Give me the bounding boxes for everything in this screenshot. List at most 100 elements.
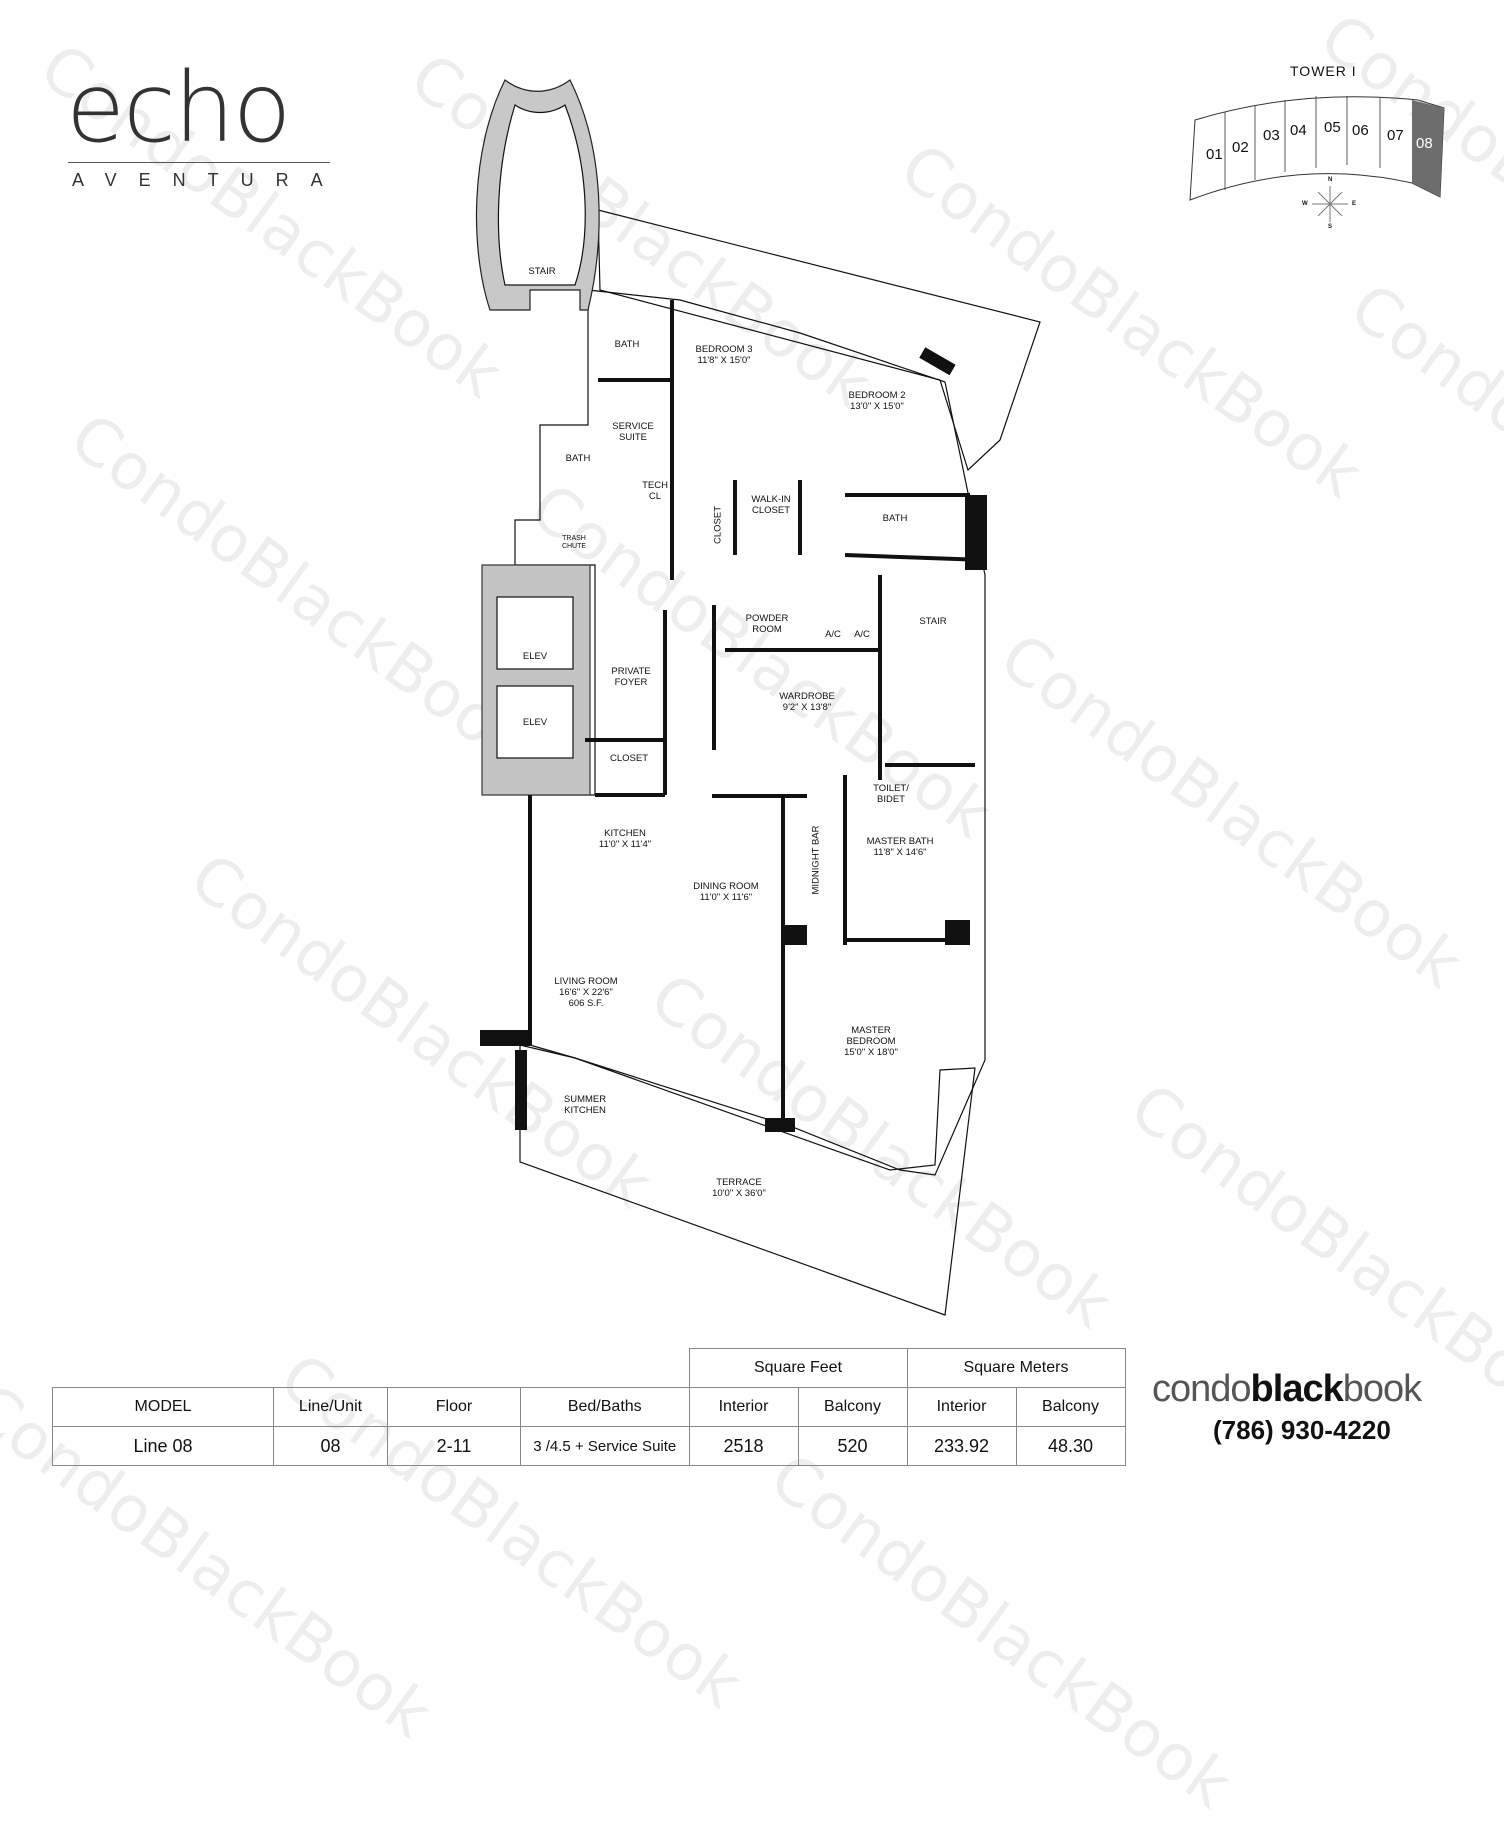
room-name: SERVICE (612, 421, 654, 432)
room-name: CL (648, 491, 662, 502)
header-line-unit: Line/Unit (273, 1387, 388, 1427)
room-stair-right: STAIR (919, 616, 947, 627)
room-name: BEDROOM (846, 1036, 896, 1047)
brand-part: book (1342, 1368, 1422, 1410)
header-floor: Floor (387, 1387, 521, 1427)
room-name: LIVING ROOM (554, 976, 618, 987)
logo-subtitle: AVENTURA (72, 170, 345, 190)
room-name: CHUTE (561, 543, 587, 550)
room-name: BEDROOM 3 (695, 344, 753, 355)
room-name: DINING ROOM (693, 881, 759, 892)
room-closet-2: CLOSET (609, 753, 649, 764)
room-ac-2: A/C (854, 629, 870, 640)
room-dims: 13'0" X 15'0" (850, 401, 904, 412)
header-sqm-interior: Interior (906, 1387, 1017, 1427)
room-toilet-bidet: TOILET/BIDET (873, 783, 909, 805)
room-dims: 11'8" X 15'0" (697, 355, 751, 366)
logo-divider (68, 162, 330, 163)
cell-floor: 2-11 (387, 1426, 521, 1466)
room-area: 606 S.F. (568, 998, 604, 1009)
selected-unit-08 (1412, 100, 1444, 197)
room-name: POWDER (745, 613, 789, 624)
cell-sqm-interior: 233.92 (906, 1426, 1017, 1466)
brand-part: condo (1152, 1368, 1252, 1410)
key-plan-title: TOWER I (1290, 63, 1357, 79)
room-name: KITCHEN (604, 828, 646, 839)
north-balcony (597, 209, 1041, 472)
header-sqft-balcony: Balcony (797, 1387, 908, 1427)
header-sqft-interior: Interior (688, 1387, 799, 1427)
room-elev-2: ELEV (522, 717, 548, 728)
room-name: BIDET (877, 794, 905, 805)
room-dims: 15'0" X 18'0" (844, 1047, 898, 1058)
room-name: SUMMER (563, 1094, 607, 1105)
room-name: MASTER BATH (866, 836, 934, 847)
compass-e: E (1352, 201, 1357, 207)
room-name: FOYER (614, 677, 648, 688)
echo-logo: echo (66, 52, 291, 164)
room-closet-1: CLOSET (712, 505, 724, 545)
compass-w: W (1302, 201, 1308, 207)
room-name: ROOM (752, 624, 782, 635)
room-bath-1: BATH (614, 339, 640, 350)
room-dims: 11'8" X 14'6" (873, 847, 927, 858)
unit-02: 02 (1232, 139, 1249, 156)
cell-sqft-balcony: 520 (797, 1426, 908, 1466)
room-name: CLOSET (751, 505, 791, 516)
floor-plan (475, 79, 1445, 1316)
room-bath-2: BATH (565, 453, 591, 464)
group-header-sqm: Square Meters (906, 1348, 1126, 1388)
room-dims: 10'0" X 36'0" (712, 1188, 766, 1199)
condoblackbook-logo: condoblackbook (1152, 1368, 1422, 1411)
room-elev-1: ELEV (522, 651, 548, 662)
unit-04: 04 (1290, 122, 1307, 139)
header-sqm-balcony: Balcony (1015, 1387, 1126, 1427)
room-name: PRIVATE (611, 666, 651, 677)
cell-model: Line 08 (52, 1426, 274, 1466)
terrace (519, 1044, 976, 1316)
cell-bed-baths: 3 /4.5 + Service Suite (520, 1426, 690, 1466)
room-name: KITCHEN (564, 1105, 606, 1116)
unit-03: 03 (1263, 127, 1280, 144)
room-dims: 9'2" X 13'8" (782, 702, 832, 713)
brand-part: black (1250, 1368, 1344, 1410)
spec-table: Square Feet Square Meters MODEL Line/Uni… (52, 1348, 1126, 1466)
compass-s: S (1328, 224, 1333, 230)
room-name: SUITE (619, 432, 647, 443)
room-name: WARDROBE (779, 691, 835, 702)
room-name: WALK-IN (751, 494, 791, 505)
room-name: TRASH (562, 535, 586, 542)
header-bed-baths: Bed/Baths (520, 1387, 690, 1427)
unit-05: 05 (1324, 119, 1341, 136)
room-name: BEDROOM 2 (848, 390, 906, 401)
cell-sqm-balcony: 48.30 (1015, 1426, 1126, 1466)
room-midnight-bar: MIDNIGHT BAR (810, 825, 822, 895)
header-model: MODEL (52, 1387, 274, 1427)
unit-01: 01 (1206, 146, 1223, 163)
room-name: TOILET/ (873, 783, 909, 794)
room-bath-3: BATH (882, 513, 908, 524)
cell-line-unit: 08 (273, 1426, 388, 1466)
room-name: TECH (642, 480, 668, 491)
room-dims: 16'6" X 22'6" (559, 987, 613, 998)
unit-08: 08 (1416, 135, 1433, 152)
room-ac-1: A/C (825, 629, 841, 640)
room-dims: 11'0" X 11'4" (598, 839, 652, 850)
key-plan (1189, 96, 1445, 222)
unit-06: 06 (1352, 122, 1369, 139)
room-name: MASTER (851, 1025, 891, 1036)
